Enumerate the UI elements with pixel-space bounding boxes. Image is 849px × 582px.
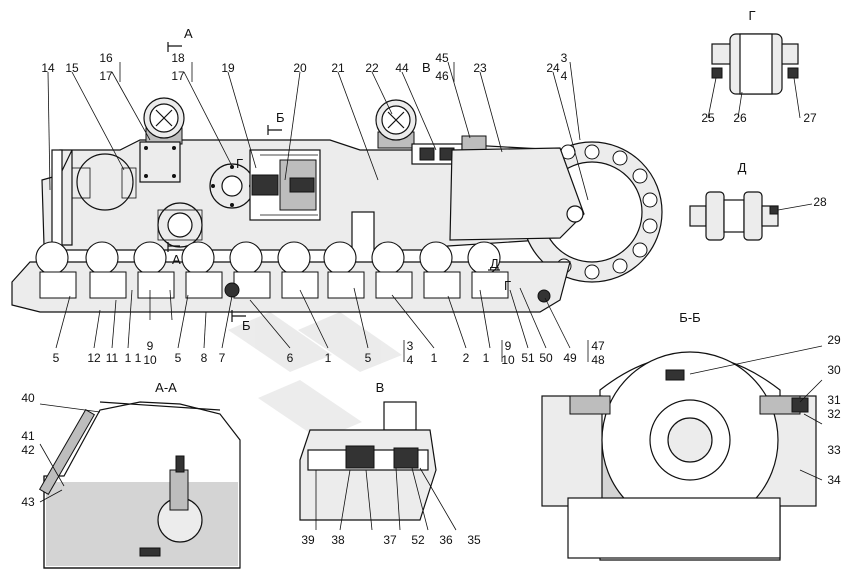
callout-4: 4 xyxy=(561,69,568,83)
callout-24: 24 xyxy=(546,61,560,75)
callout-9a: 9 xyxy=(147,339,154,353)
callout-33: 33 xyxy=(827,443,841,457)
callout-1d: 1 xyxy=(431,351,438,365)
view-aa-title: А-А xyxy=(155,380,177,395)
callout-1e: 1 xyxy=(483,351,490,365)
callout-40: 40 xyxy=(21,391,35,405)
callout-1a: 1 xyxy=(125,351,132,365)
section-letter-d: Д xyxy=(490,256,499,271)
callout-49: 49 xyxy=(563,351,577,365)
section-letter-g2: Г xyxy=(504,278,511,293)
main-side-view xyxy=(11,42,663,322)
callout-19: 19 xyxy=(221,61,235,75)
callout-29: 29 xyxy=(827,333,841,347)
callout-23: 23 xyxy=(473,61,487,75)
idler-arm xyxy=(449,147,585,241)
tensioner-block xyxy=(411,135,487,165)
section-letter-b-bottom: Б xyxy=(242,318,251,333)
callout-4b: 4 xyxy=(407,353,414,367)
section-letters: А Б Б А В Г Д Г xyxy=(172,26,511,333)
view-bb-title: Б-Б xyxy=(679,310,700,325)
section-letter-g: Г xyxy=(236,156,243,171)
carrier-roller-left xyxy=(143,97,185,145)
callout-8: 8 xyxy=(201,351,208,365)
callout-42: 42 xyxy=(21,443,35,457)
callout-48: 48 xyxy=(591,353,605,367)
callout-7: 7 xyxy=(219,351,226,365)
callout-1b: 1 xyxy=(135,351,142,365)
callout-31: 31 xyxy=(827,393,841,407)
bracket-plate xyxy=(51,149,63,251)
callout-15: 15 xyxy=(65,61,79,75)
view-d-title: Д xyxy=(738,160,747,175)
callout-6: 6 xyxy=(287,351,294,365)
section-letter-b-top: Б xyxy=(276,110,285,125)
callout-11: 11 xyxy=(106,351,119,365)
callout-10a: 10 xyxy=(143,353,157,367)
callout-12: 12 xyxy=(87,351,101,365)
callout-20: 20 xyxy=(293,61,307,75)
view-bb: Б-Б 29 30 31 32 33 34 xyxy=(541,310,841,561)
section-letter-v: В xyxy=(422,60,431,75)
callout-27: 27 xyxy=(803,111,817,125)
view-g: Г 25 26 27 xyxy=(701,8,817,125)
callout-17b: 17 xyxy=(171,69,185,83)
callout-36: 36 xyxy=(439,533,453,547)
callout-34: 34 xyxy=(827,473,841,487)
callout-46: 46 xyxy=(435,69,449,83)
callout-16: 16 xyxy=(99,51,113,65)
flange-center xyxy=(209,163,255,209)
view-d: Д 28 xyxy=(689,160,827,241)
section-letter-a-bottom: А xyxy=(172,252,181,267)
section-cutout xyxy=(249,149,321,221)
callout-50: 50 xyxy=(539,351,553,365)
flange-left xyxy=(157,202,203,248)
callout-28: 28 xyxy=(813,195,827,209)
callout-3b: 3 xyxy=(407,339,414,353)
carrier-roller-right xyxy=(375,99,417,149)
callout-43: 43 xyxy=(21,495,35,509)
callout-21: 21 xyxy=(331,61,345,75)
callout-3: 3 xyxy=(561,51,568,65)
callout-41: 41 xyxy=(21,429,35,443)
callout-22: 22 xyxy=(365,61,379,75)
callout-18: 18 xyxy=(171,51,185,65)
callout-1c: 1 xyxy=(325,351,332,365)
callout-44: 44 xyxy=(395,61,409,75)
main-leader-lines xyxy=(47,61,589,362)
callout-32: 32 xyxy=(827,407,841,421)
callout-30: 30 xyxy=(827,363,841,377)
callout-14: 14 xyxy=(41,61,55,75)
callout-47: 47 xyxy=(591,339,605,353)
view-v: В 39 38 37 52 36 35 xyxy=(299,380,481,547)
callout-5c: 5 xyxy=(365,351,372,365)
callout-5a: 5 xyxy=(53,351,60,365)
main-callouts: 14 15 16 17 18 17 19 20 21 22 44 45 46 2… xyxy=(41,51,605,367)
callout-37: 37 xyxy=(383,533,397,547)
callout-38: 38 xyxy=(331,533,345,547)
callout-2: 2 xyxy=(463,351,470,365)
callout-10b: 10 xyxy=(501,353,515,367)
view-v-title: В xyxy=(376,380,385,395)
callout-52: 52 xyxy=(411,533,425,547)
callout-5b: 5 xyxy=(175,351,182,365)
callout-39: 39 xyxy=(301,533,315,547)
callout-35: 35 xyxy=(467,533,481,547)
watermark-logo xyxy=(228,312,402,440)
section-letter-a-top: А xyxy=(184,26,193,41)
yoke-cylinder xyxy=(76,153,134,211)
callout-51: 51 xyxy=(521,351,535,365)
callout-45: 45 xyxy=(435,51,449,65)
view-aa: А-А 40 41 42 43 xyxy=(21,380,241,569)
callout-9b: 9 xyxy=(505,339,512,353)
callout-25: 25 xyxy=(701,111,715,125)
callout-17: 17 xyxy=(99,69,113,83)
view-g-title: Г xyxy=(748,8,755,23)
callout-26: 26 xyxy=(733,111,747,125)
